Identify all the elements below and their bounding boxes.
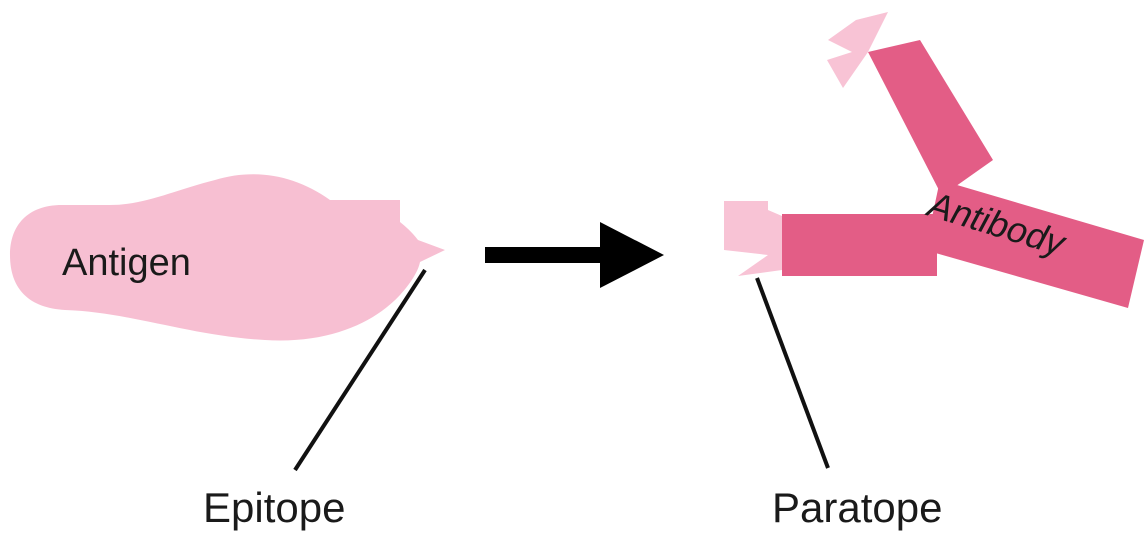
antigen-body [10, 174, 445, 341]
antigen: Antigen [10, 174, 445, 341]
epitope-label: Epitope [203, 484, 345, 531]
reaction-arrow [485, 222, 664, 288]
paratope-leader-line [755, 277, 830, 469]
antibody-stem [925, 180, 1144, 308]
antigen-label: Antigen [62, 242, 191, 284]
antibody-paratope-tip [724, 201, 782, 276]
paratope-label: Paratope [772, 484, 942, 531]
arrow-head [600, 222, 664, 288]
antibody-upper-arm [868, 40, 993, 196]
epitope-leader-line [293, 268, 427, 472]
antibody-lower-arm [782, 214, 937, 276]
antibody-upper-arm-tip [827, 12, 888, 88]
arrow-shaft [485, 247, 605, 263]
antibody: Antibody [724, 12, 1144, 308]
